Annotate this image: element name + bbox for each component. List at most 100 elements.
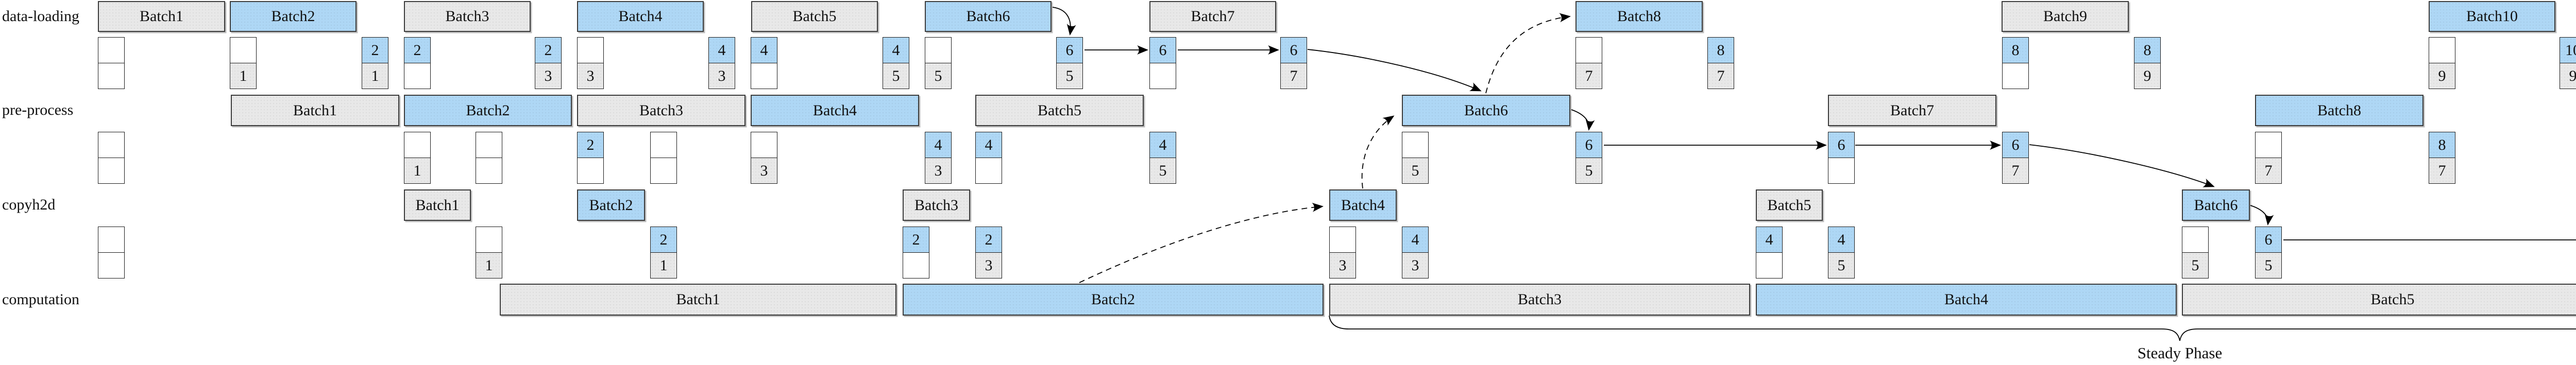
- bar-data-loading-batch2: Batch2: [230, 1, 357, 32]
- queue-data-loading-box: [98, 37, 125, 89]
- queue-data-loading-box: 4: [751, 37, 777, 89]
- row-label-data-loading: data-loading: [2, 8, 79, 25]
- queue-cell-top: 2: [903, 227, 929, 253]
- queue-cell-top: [2182, 227, 2209, 253]
- queue-cell-bottom: [650, 158, 677, 184]
- bar-copyh2d-batch2: Batch2: [577, 189, 645, 221]
- queue-cell-bottom: 3: [1402, 252, 1429, 279]
- dashed-arrow-pre-batch6-to-dl-batch8: [1485, 13, 1571, 94]
- queue-cell-bottom: [1756, 252, 1783, 279]
- queue-cell-top: 8: [2002, 37, 2029, 63]
- queue-cell-top: 2: [362, 37, 388, 63]
- queue-pre-process-box: 3: [751, 132, 777, 184]
- queue-cell-top: [751, 132, 777, 158]
- queue-cell-bottom: 5: [1056, 63, 1083, 89]
- queue-cell-top: [1402, 132, 1429, 158]
- bar-data-loading-batch3: Batch3: [404, 1, 531, 32]
- queue-data-loading-box: 1: [230, 37, 257, 89]
- bar-data-loading-batch6: Batch6: [925, 1, 1052, 32]
- queue-cell-top: 4: [708, 37, 735, 63]
- queue-cell-top: 2: [535, 37, 562, 63]
- queue-data-loading-box: 2: [404, 37, 431, 89]
- queue-cell-bottom: 7: [2255, 158, 2282, 184]
- queue-cell-bottom: [577, 158, 604, 184]
- queue-pre-process-box: 6: [1828, 132, 1855, 184]
- queue-cell-top: [2255, 132, 2282, 158]
- queue-cell-top: 2: [404, 37, 431, 63]
- queue-cell-bottom: 1: [476, 252, 502, 279]
- queue-cell-top: [98, 132, 125, 158]
- queue-cell-top: [476, 132, 502, 158]
- queue-cell-bottom: 9: [2134, 63, 2161, 89]
- solid-arrow-dl-batch6-to-queue: [1052, 7, 1076, 36]
- queue-cell-bottom: 1: [230, 63, 257, 89]
- queue-cell-top: [2429, 37, 2455, 63]
- bar-data-loading-batch10: Batch10: [2429, 1, 2555, 32]
- solid-arrow-queueA-to-pre-batch6: [1307, 49, 1482, 92]
- queue-cell-bottom: 9: [2560, 63, 2576, 89]
- queue-cell-bottom: [975, 158, 1002, 184]
- queue-cell-top: 6: [1056, 37, 1083, 63]
- queue-cell-top: 8: [2429, 132, 2455, 158]
- queue-cell-bottom: 3: [708, 63, 735, 89]
- queue-data-loading-box: 8: [2002, 37, 2029, 89]
- steady-phase-brace: [1329, 315, 2576, 341]
- queue-cell-bottom: 5: [1402, 158, 1429, 184]
- solid-arrow-copy-batch6-to-queue: [2250, 205, 2274, 225]
- queue-cell-bottom: 1: [362, 63, 388, 89]
- queue-cell-bottom: [1828, 158, 1855, 184]
- bar-pre-process-batch4: Batch4: [751, 95, 919, 126]
- queue-cell-bottom: 9: [2429, 63, 2455, 89]
- queue-cell-top: 2: [650, 227, 677, 253]
- row-label-pre-process: pre-process: [2, 101, 74, 118]
- queue-cell-top: [925, 37, 952, 63]
- queue-cell-bottom: 3: [535, 63, 562, 89]
- queue-cell-top: [404, 132, 431, 158]
- bar-pre-process-batch1: Batch1: [231, 95, 399, 126]
- queue-cell-top: 6: [2002, 132, 2029, 158]
- queue-cell-top: 8: [1707, 37, 1734, 63]
- queue-copyh2d-box: 2: [903, 227, 929, 279]
- queue-copyh2d-box: 5: [2182, 227, 2209, 279]
- queue-pre-process-box: 5: [1402, 132, 1429, 184]
- queue-cell-top: 4: [925, 132, 952, 158]
- queue-cell-top: [230, 37, 257, 63]
- bar-copyh2d-batch5: Batch5: [1756, 189, 1823, 221]
- queue-cell-bottom: 5: [883, 63, 909, 89]
- queue-cell-bottom: 3: [975, 252, 1002, 279]
- queue-cell-bottom: 5: [1575, 158, 1602, 184]
- queue-pre-process-box: [98, 132, 125, 184]
- queue-cell-top: 2: [577, 132, 604, 158]
- bar-computation-batch1: Batch1: [500, 284, 896, 316]
- bar-data-loading-batch5: Batch5: [751, 1, 878, 32]
- queue-cell-top: 2: [975, 227, 1002, 253]
- queue-cell-bottom: 3: [751, 158, 777, 184]
- queue-cell-bottom: [2002, 63, 2029, 89]
- bar-pre-process-batch7: Batch7: [1828, 95, 1996, 126]
- queue-cell-bottom: 7: [1575, 63, 1602, 89]
- queue-pre-process-box: 7: [2255, 132, 2282, 184]
- queue-cell-bottom: 3: [925, 158, 952, 184]
- queue-cell-bottom: [404, 63, 431, 89]
- bar-computation-batch3: Batch3: [1329, 284, 1750, 316]
- queue-cell-bottom: 7: [1707, 63, 1734, 89]
- queue-data-loading-box: 3: [577, 37, 604, 89]
- queue-cell-bottom: 3: [577, 63, 604, 89]
- queue-cell-bottom: 3: [1329, 252, 1356, 279]
- queue-cell-bottom: 5: [2255, 252, 2282, 279]
- queue-data-loading-box: 9: [2429, 37, 2455, 89]
- bar-data-loading-batch4: Batch4: [577, 1, 704, 32]
- queue-cell-bottom: 1: [404, 158, 431, 184]
- queue-cell-top: [98, 37, 125, 63]
- bar-data-loading-batch7: Batch7: [1149, 1, 1276, 32]
- queue-cell-top: [476, 227, 502, 253]
